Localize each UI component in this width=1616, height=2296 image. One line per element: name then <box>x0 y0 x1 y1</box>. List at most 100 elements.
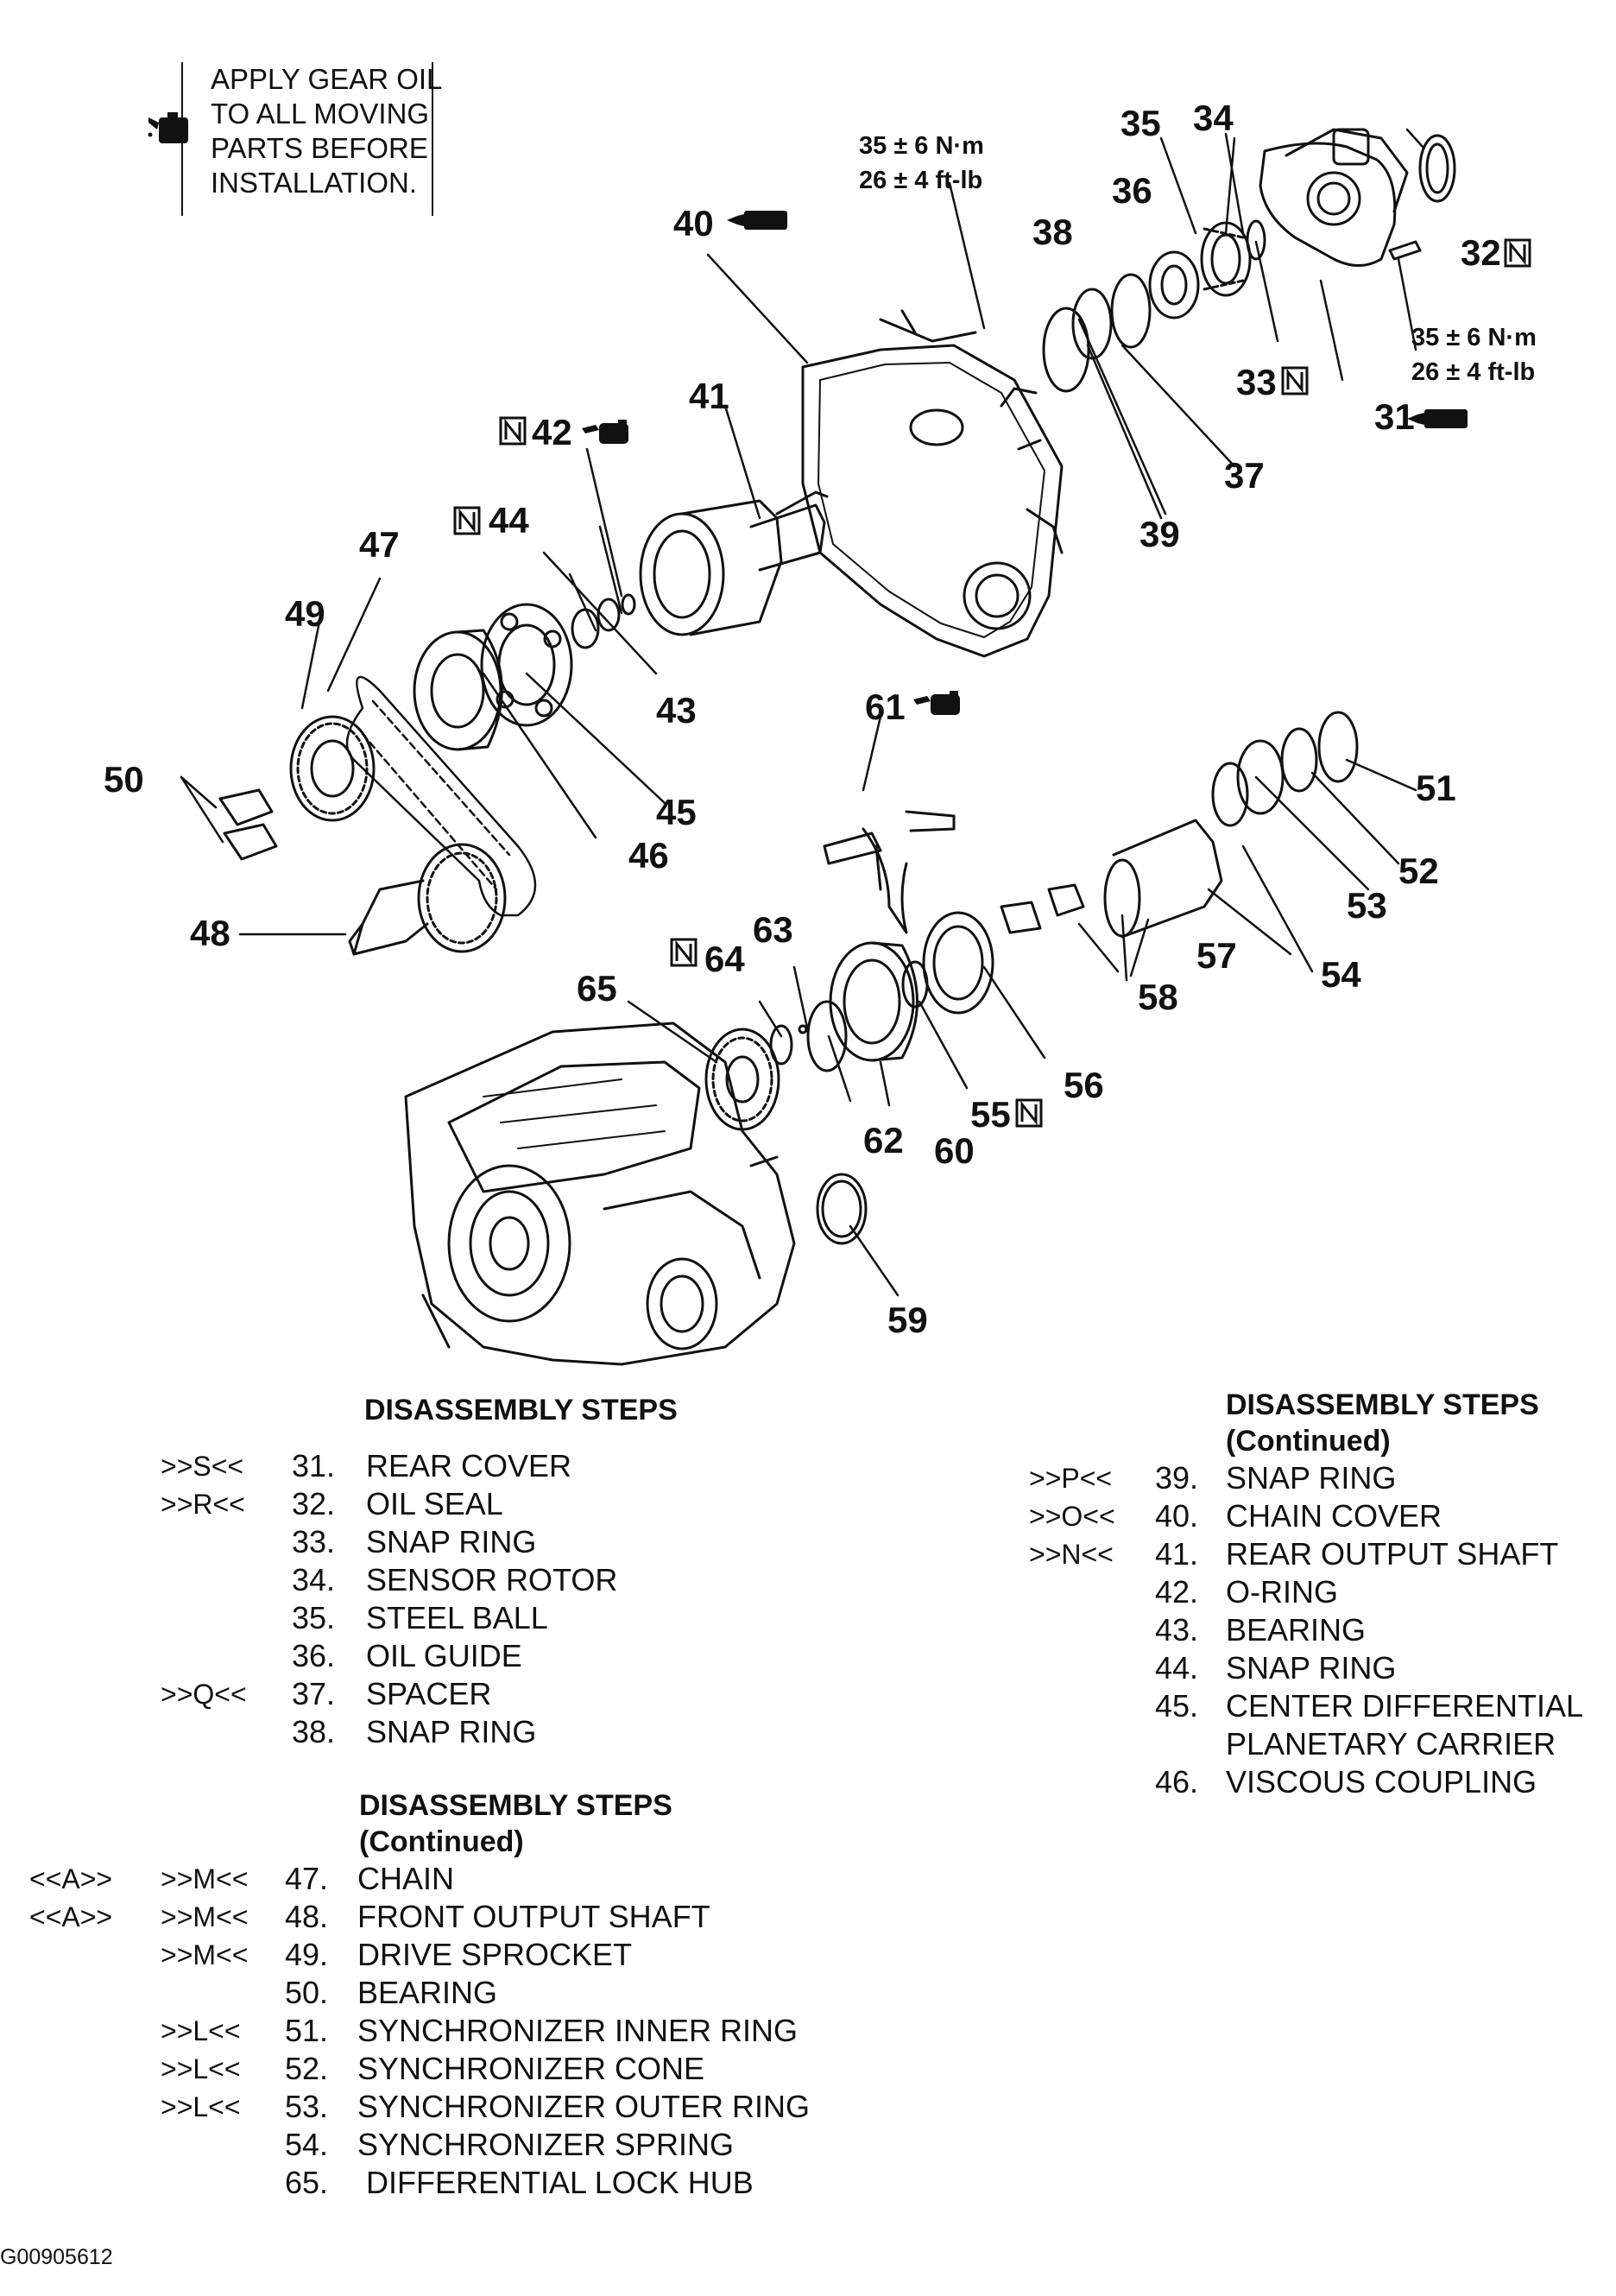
callout-34: 34 <box>1193 98 1234 138</box>
step-label: SYNCHRONIZER SPRING <box>357 2127 735 2162</box>
oil-can-icon-42 <box>582 420 628 444</box>
step-code: >>Q<< <box>161 1679 247 1710</box>
step-number: 40. <box>1155 1498 1199 1534</box>
step-label: STEEL BALL <box>366 1600 548 1635</box>
callout-49: 49 <box>285 593 325 634</box>
callout-62: 62 <box>863 1120 904 1161</box>
step-row: 50. BEARING <box>0 1974 863 2012</box>
step-label: OIL SEAL <box>366 1486 503 1521</box>
step-code: >>L<< <box>161 2053 241 2084</box>
step-label: DIFFERENTIAL LOCK HUB <box>366 2165 754 2200</box>
drive-sprocket <box>289 715 376 822</box>
new-part-badge-42 <box>499 416 527 446</box>
differential-lock-hub <box>704 1028 780 1131</box>
step-label: CENTER DIFFERENTIAL <box>1226 1688 1584 1724</box>
step-code-secondary: <<A>> <box>29 1901 113 1932</box>
callout-47: 47 <box>359 524 400 565</box>
parts-illustration <box>180 128 1456 1366</box>
step-row: 33. SNAP RING <box>0 1523 777 1561</box>
step-label: REAR OUTPUT SHAFT <box>1226 1536 1559 1572</box>
step-row: 36. OIL GUIDE <box>0 1637 777 1675</box>
step-label: REAR COVER <box>366 1448 572 1483</box>
callout-57: 57 <box>1196 935 1237 976</box>
new-part-badge-33 <box>1281 366 1309 395</box>
note-line-4: INSTALLATION. <box>211 167 417 199</box>
step-label: SNAP RING <box>366 1524 537 1559</box>
step-label: SPACER <box>366 1676 492 1711</box>
oil-seal <box>1418 134 1456 203</box>
step-row: >>Q<< 37. SPACER <box>0 1675 777 1713</box>
callout-36: 36 <box>1112 170 1152 211</box>
step-code-secondary: <<A>> <box>29 1863 113 1894</box>
step-number: 43. <box>1155 1612 1199 1648</box>
torque-spec-a-ftlb: 26 ± 4 ft-lb <box>859 167 983 194</box>
callout-41: 41 <box>689 376 729 416</box>
step-number: 48. <box>285 1899 329 1934</box>
steps-heading-3: DISASSEMBLY STEPS <box>359 1789 672 1822</box>
step-code: >>O<< <box>1029 1501 1115 1532</box>
step-label: O-RING <box>1226 1574 1338 1610</box>
note-line-2: TO ALL MOVING <box>211 98 430 130</box>
step-label: DRIVE SPROCKET <box>357 1937 633 1972</box>
step-number: 47. <box>285 1861 329 1896</box>
step-row: >>O<< 40. CHAIN COVER <box>0 1497 1616 1535</box>
step-row: <<A>> >>M<< 47. CHAIN <box>0 1860 863 1898</box>
step-code: >>R<< <box>161 1489 245 1520</box>
step-label: SYNCHRONIZER OUTER RING <box>357 2089 811 2124</box>
step-label: SNAP RING <box>1226 1650 1397 1686</box>
step-label: PLANETARY CARRIER <box>1226 1726 1556 1762</box>
torque-spec-b-ftlb: 26 ± 4 ft-lb <box>1411 358 1536 386</box>
steps-continued-3: (Continued) <box>359 1825 524 1858</box>
step-label: SNAP RING <box>366 1714 537 1749</box>
note-line-3: PARTS BEFORE <box>211 132 428 164</box>
callout-38: 38 <box>1032 212 1073 252</box>
step-number: 41. <box>1155 1536 1199 1572</box>
callout-65: 65 <box>577 968 617 1009</box>
step-number: 38. <box>292 1714 336 1749</box>
step-row: <<A>> >>M<< 48. FRONT OUTPUT SHAFT <box>0 1898 863 1936</box>
step-code: >>S<< <box>161 1451 244 1482</box>
differential-lock-sleeve <box>829 941 918 1062</box>
step-code: >>L<< <box>161 2091 241 2122</box>
exploded-view-diagram: APPLY GEAR OIL TO ALL MOVING PARTS BEFOR… <box>104 62 1537 1366</box>
step-row: 38. SNAP RING <box>0 1713 777 1751</box>
callout-43: 43 <box>656 690 697 731</box>
callout-31: 31 <box>1374 396 1415 437</box>
callout-56: 56 <box>1064 1065 1104 1105</box>
step-label: CHAIN <box>357 1861 455 1896</box>
oil-can-icon-61 <box>913 691 960 715</box>
step-label: SNAP RING <box>1226 1460 1397 1496</box>
shift-fork <box>823 810 956 934</box>
new-part-badge-32 <box>1504 238 1531 268</box>
step-number: 32. <box>292 1486 336 1521</box>
step-number: 65. <box>285 2165 329 2200</box>
step-code: >>N<< <box>1029 1539 1114 1570</box>
step-code: >>M<< <box>161 1901 249 1932</box>
callout-51: 51 <box>1416 768 1456 808</box>
callout-52: 52 <box>1398 851 1439 891</box>
step-row: 44. SNAP RING <box>0 1649 1616 1687</box>
chain <box>345 675 537 917</box>
chain-cover <box>801 309 1064 658</box>
callout-40: 40 <box>673 203 714 244</box>
front-output-shaft <box>348 843 507 956</box>
step-row: 42. O-RING <box>0 1573 1616 1611</box>
new-part-badge-64 <box>670 938 698 967</box>
step-row: 35. STEEL BALL <box>0 1599 777 1637</box>
step-label: CHAIN COVER <box>1226 1498 1442 1534</box>
callout-39: 39 <box>1139 514 1180 554</box>
step-label: SYNCHRONIZER INNER RING <box>357 2013 799 2048</box>
hub-sleeve <box>1103 819 1223 939</box>
callout-60: 60 <box>934 1130 975 1171</box>
step-number: 39. <box>1155 1460 1199 1496</box>
step-row: >>S<< 31. REAR COVER <box>0 1447 777 1485</box>
step-row: >>L<< 51. SYNCHRONIZER INNER RING <box>0 2012 863 2050</box>
callout-32: 32 <box>1461 232 1501 273</box>
steps-heading-1: DISASSEMBLY STEPS <box>364 1394 678 1426</box>
step-label: OIL GUIDE <box>366 1638 522 1673</box>
step-number: 44. <box>1155 1650 1199 1686</box>
step-label: VISCOUS COUPLING <box>1226 1764 1537 1799</box>
step-row: >>N<< 41. REAR OUTPUT SHAFT <box>0 1535 1616 1573</box>
step-number: 54. <box>285 2127 329 2162</box>
transfer-case-housing <box>404 1021 796 1366</box>
